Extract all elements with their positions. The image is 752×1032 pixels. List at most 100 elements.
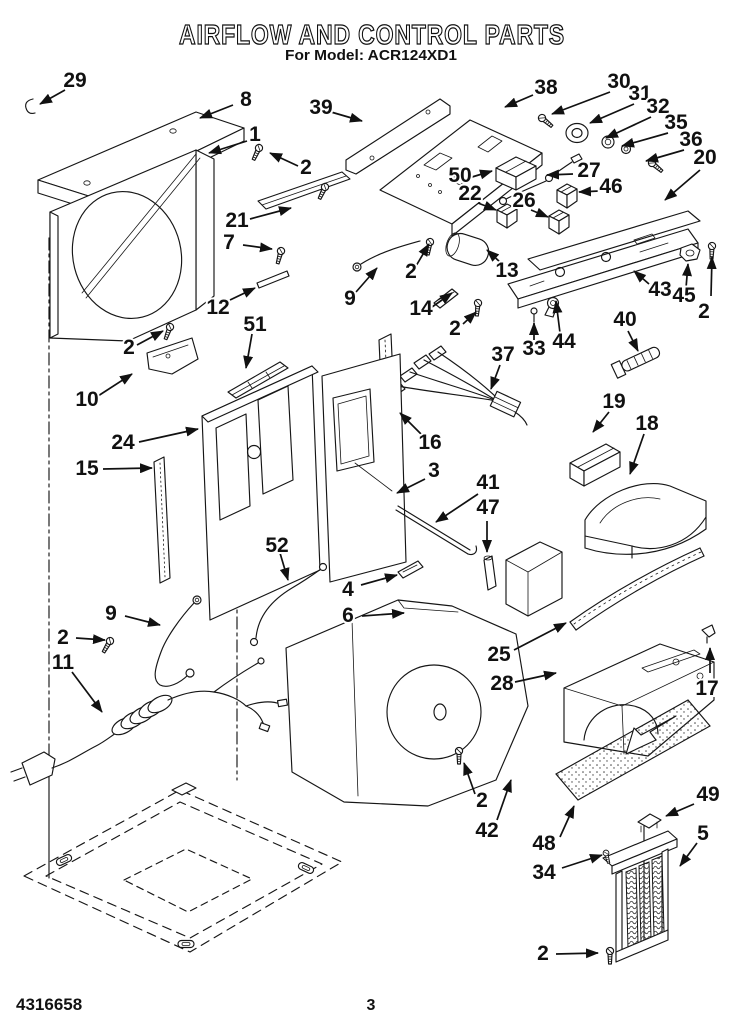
part-control-panel-assembly bbox=[507, 210, 701, 309]
callout-label: 49 bbox=[696, 783, 719, 806]
callout-arrow bbox=[208, 140, 248, 155]
callout-arrow bbox=[71, 671, 103, 713]
callout-label: 31 bbox=[628, 82, 652, 105]
callout-label: 10 bbox=[75, 388, 98, 411]
callout-label: 44 bbox=[552, 330, 576, 353]
part-knob-45 bbox=[679, 243, 701, 262]
callout-label: 38 bbox=[534, 76, 558, 99]
callout-label: 7 bbox=[223, 231, 235, 254]
callout-label: 43 bbox=[648, 278, 671, 301]
callout-arrow bbox=[477, 200, 497, 211]
callout-arrow bbox=[39, 89, 66, 105]
part-drier-40 bbox=[610, 346, 661, 379]
callout-arrow bbox=[578, 186, 600, 197]
callout-label: 18 bbox=[635, 412, 659, 435]
part-seal-strip-15 bbox=[153, 456, 171, 584]
callout-arrow bbox=[665, 803, 695, 817]
part-fan-shroud bbox=[49, 149, 215, 342]
callout-label: 12 bbox=[206, 296, 229, 319]
callout-arrow bbox=[504, 94, 534, 108]
callout-label: 40 bbox=[613, 308, 636, 331]
callout-label: 45 bbox=[672, 284, 696, 307]
part-rivet-33 bbox=[530, 307, 538, 323]
callout-label: 2 bbox=[405, 260, 417, 283]
callout-label: 28 bbox=[490, 672, 514, 695]
callout-label: 30 bbox=[607, 70, 630, 93]
callout-label: 32 bbox=[646, 95, 669, 118]
callout-arrow bbox=[229, 287, 256, 301]
page-title: AIRFLOW AND CONTROL PARTS bbox=[179, 19, 565, 50]
callout-label: 2 bbox=[123, 336, 135, 359]
part-partition-right-panel bbox=[321, 353, 407, 583]
callout-arrow bbox=[496, 779, 512, 821]
callout-label: 37 bbox=[491, 343, 514, 366]
callout-arrow bbox=[490, 364, 501, 390]
part-clip-4 bbox=[397, 560, 424, 579]
part-retainer-clip-top-left bbox=[25, 98, 36, 115]
part-bracket-19 bbox=[569, 443, 621, 487]
part-ground-wire-9 bbox=[154, 595, 202, 687]
callout-arrow bbox=[360, 573, 398, 586]
callout-label: 52 bbox=[265, 534, 288, 557]
callout-arrow bbox=[629, 433, 645, 475]
callout-arrow bbox=[546, 169, 574, 180]
callout-arrow bbox=[435, 493, 479, 523]
callout-label: 34 bbox=[532, 861, 556, 884]
callout-label: 42 bbox=[475, 819, 498, 842]
callout-label: 26 bbox=[512, 189, 535, 212]
callout-arrow bbox=[627, 330, 639, 352]
part-capacitor-13 bbox=[423, 232, 490, 266]
callout-label: 2 bbox=[300, 156, 312, 179]
callout-label: 2 bbox=[698, 300, 710, 323]
callout-arrow bbox=[471, 169, 493, 180]
callout-arrow bbox=[513, 622, 567, 651]
part-gasket-25 bbox=[569, 547, 705, 631]
part-clip-17 bbox=[701, 624, 716, 644]
callout-label: 50 bbox=[448, 164, 471, 187]
callout-arrow bbox=[330, 111, 363, 123]
part-foam-block bbox=[505, 541, 563, 617]
part-screw-lower-left bbox=[99, 635, 116, 655]
callout-label: 36 bbox=[679, 128, 702, 151]
callout-arrow bbox=[243, 333, 254, 369]
callout-label: 2 bbox=[476, 789, 488, 812]
callout-arrow bbox=[415, 243, 430, 267]
callout-arrow bbox=[75, 634, 106, 645]
callout-arrow bbox=[589, 103, 635, 124]
callout-label: 9 bbox=[344, 287, 356, 310]
callout-arrow bbox=[679, 842, 698, 867]
callout-label: 9 bbox=[105, 602, 117, 625]
callout-label: 33 bbox=[522, 337, 545, 360]
callout-arrow bbox=[555, 948, 599, 959]
callout-arrow bbox=[249, 206, 292, 220]
callout-arrow bbox=[361, 608, 405, 619]
part-blower-housing-6 bbox=[285, 599, 529, 807]
callout-label: 41 bbox=[476, 471, 500, 494]
callout-arrow bbox=[462, 311, 477, 325]
callout-arrow bbox=[605, 116, 652, 139]
callout-label: 1 bbox=[249, 123, 261, 146]
part-channel-strip-51 bbox=[227, 361, 289, 399]
part-wiring-harness-37 bbox=[387, 345, 528, 426]
part-air-duct-18 bbox=[584, 482, 707, 559]
callout-arrow bbox=[486, 249, 502, 264]
part-heater-assembly-5 bbox=[602, 813, 678, 965]
callout-arrow bbox=[97, 373, 133, 397]
part-relay-box-50 bbox=[495, 156, 537, 191]
callout-arrow bbox=[199, 104, 234, 119]
callout-arrow bbox=[269, 152, 299, 167]
document-number: 4316658 bbox=[16, 995, 82, 1014]
callout-arrow bbox=[463, 762, 476, 795]
callout-label: 2 bbox=[57, 626, 69, 649]
callout-label: 21 bbox=[225, 209, 249, 232]
part-rod-12 bbox=[256, 270, 290, 289]
callout-arrow bbox=[399, 412, 425, 438]
callout-label: 29 bbox=[63, 69, 86, 92]
callout-arrow bbox=[514, 670, 557, 683]
callout-arrow bbox=[664, 169, 701, 201]
callout-label: 6 bbox=[342, 604, 354, 627]
part-base-pan-phantom bbox=[23, 782, 343, 953]
callout-arrow bbox=[706, 256, 717, 297]
part-power-cord-11 bbox=[10, 657, 289, 786]
